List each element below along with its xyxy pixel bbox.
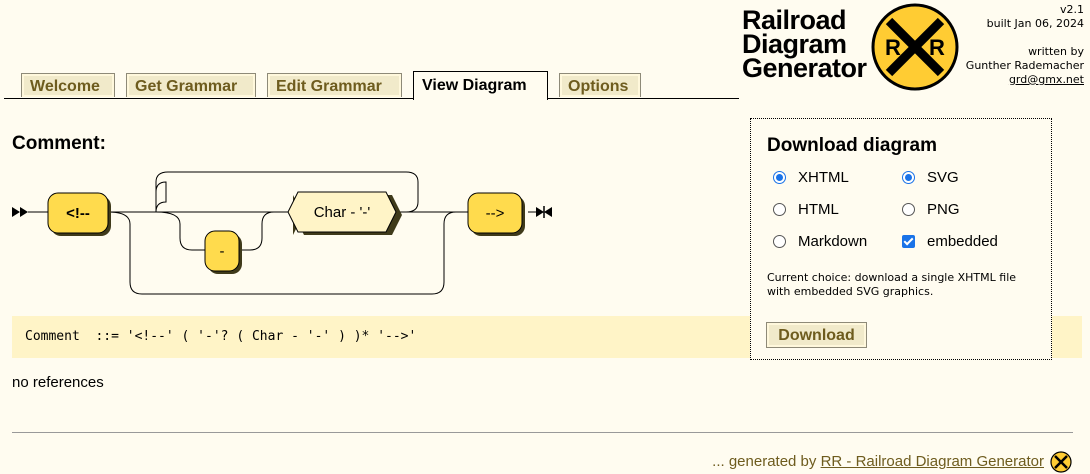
option-markdown[interactable]: Markdown bbox=[773, 233, 867, 250]
download-panel: Download diagram XHTML HTML Markdown SVG… bbox=[750, 118, 1052, 360]
railroad-diagram: <!-- - Char - '-' --> --> bbox=[12, 171, 552, 295]
footer-divider bbox=[12, 432, 1073, 433]
option-svg[interactable]: SVG bbox=[902, 169, 959, 186]
build-date: built Jan 06, 2024 bbox=[986, 17, 1084, 30]
terminal-dash-label: - bbox=[220, 243, 225, 260]
current-choice-text: Current choice: download a single XHTML … bbox=[767, 271, 1017, 298]
option-xhtml-label: XHTML bbox=[798, 169, 849, 186]
option-html-label: HTML bbox=[798, 201, 839, 218]
tab-options[interactable]: Options bbox=[559, 73, 641, 97]
version: v2.1 bbox=[1059, 3, 1084, 16]
references-text: no references bbox=[12, 374, 104, 391]
end-arrow-icon bbox=[544, 207, 552, 217]
option-embedded-label: embedded bbox=[927, 233, 998, 250]
option-embedded[interactable]: embedded bbox=[902, 233, 998, 250]
author-name: Gunther Rademacher bbox=[965, 59, 1084, 72]
app-logo-text: Railroad Diagram Generator bbox=[742, 5, 867, 83]
terminal-end[interactable] bbox=[467, 192, 523, 234]
tab-baseline bbox=[4, 98, 739, 99]
tab-view-diagram[interactable]: View Diagram bbox=[413, 71, 548, 100]
nonterminal-label: Char - '-' bbox=[314, 204, 371, 221]
option-html[interactable]: HTML bbox=[773, 201, 839, 218]
option-png[interactable]: PNG bbox=[902, 201, 960, 218]
radio-svg[interactable] bbox=[902, 171, 915, 184]
tab-get-grammar[interactable]: Get Grammar bbox=[126, 73, 256, 97]
svg-text:R: R bbox=[929, 35, 945, 60]
nonterminal-char-except-dash[interactable] bbox=[287, 191, 397, 233]
diagram-lines bbox=[28, 171, 536, 295]
radio-png[interactable] bbox=[902, 203, 915, 216]
written-by-label: written by bbox=[1028, 45, 1084, 58]
author-email-link[interactable]: grd@gmx.net bbox=[1008, 73, 1084, 86]
rule-title: Comment: bbox=[12, 133, 106, 154]
download-button[interactable]: Download bbox=[766, 322, 867, 348]
footer-link[interactable]: RR - Railroad Diagram Generator bbox=[820, 453, 1044, 470]
footer-prefix: ... generated by bbox=[712, 453, 817, 470]
svg-text:R: R bbox=[885, 35, 901, 60]
tab-welcome[interactable]: Welcome bbox=[21, 73, 115, 97]
tab-edit-grammar[interactable]: Edit Grammar bbox=[267, 73, 402, 97]
footer: ... generated by RR - Railroad Diagram G… bbox=[712, 453, 1044, 470]
option-xhtml[interactable]: XHTML bbox=[773, 169, 849, 186]
download-heading: Download diagram bbox=[767, 135, 937, 156]
terminal-dash[interactable] bbox=[204, 230, 240, 272]
checkbox-embedded[interactable] bbox=[902, 235, 915, 248]
terminal-end-label: --> bbox=[486, 205, 505, 222]
option-markdown-label: Markdown bbox=[798, 233, 868, 250]
option-svg-label: SVG bbox=[927, 169, 959, 186]
radio-markdown[interactable] bbox=[773, 235, 786, 248]
logo-line-3: Generator bbox=[742, 53, 867, 83]
start-arrow-icon bbox=[20, 207, 28, 217]
radio-xhtml[interactable] bbox=[773, 171, 786, 184]
start-arrow-icon bbox=[12, 207, 20, 217]
logo-line-1: Railroad bbox=[742, 5, 847, 35]
version-info: v2.1 built Jan 06, 2024 written by Gunth… bbox=[966, 3, 1084, 87]
logo-line-2: Diagram bbox=[742, 29, 847, 59]
option-png-label: PNG bbox=[927, 201, 960, 218]
radio-html[interactable] bbox=[773, 203, 786, 216]
railroad-crossing-footer-icon[interactable] bbox=[1050, 451, 1072, 473]
terminal-start-label: <!-- bbox=[66, 205, 90, 222]
end-arrow-icon bbox=[536, 207, 544, 217]
railroad-crossing-logo-icon: R R bbox=[871, 3, 959, 91]
terminal-start[interactable] bbox=[47, 192, 109, 234]
